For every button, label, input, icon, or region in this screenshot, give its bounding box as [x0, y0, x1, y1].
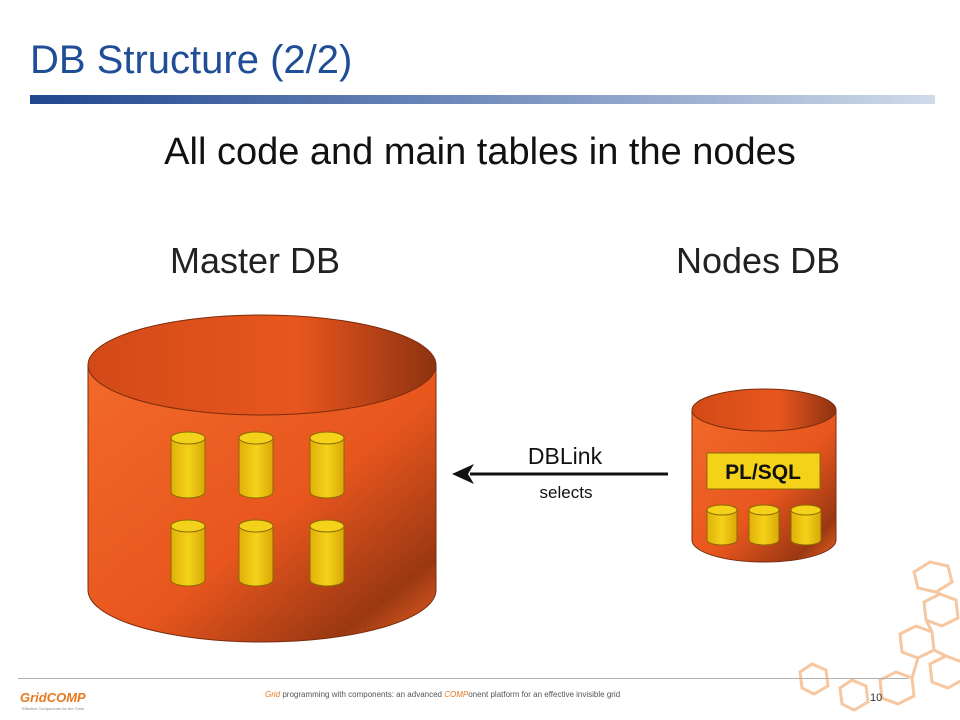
master-table-icon — [309, 431, 345, 499]
slide-title: DB Structure (2/2) — [30, 38, 353, 82]
footer-divider — [18, 678, 908, 679]
dblink-label: DBLink — [528, 443, 603, 469]
selects-label: selects — [540, 483, 593, 502]
master-db-label: Master DB — [170, 240, 341, 281]
logo-tagline: Effective Components for the Grids — [22, 706, 85, 711]
hexagon-decoration — [798, 560, 960, 712]
master-table-icon — [238, 431, 274, 499]
gridcomp-logo: GridCOMP Effective Components for the Gr… — [18, 686, 128, 711]
master-table-icon — [170, 519, 206, 587]
dblink-arrow — [452, 464, 668, 484]
footer-caption: Grid programming with components: an adv… — [265, 690, 620, 699]
page-number: 10 — [870, 692, 883, 704]
nodes-db-label: Nodes DB — [676, 240, 841, 281]
plsql-label: PL/SQL — [725, 461, 801, 484]
logo-wordmark: GridCOMP — [20, 690, 86, 705]
slide-subtitle: All code and main tables in the nodes — [164, 131, 796, 173]
footer-caption-end: onent platform for an effective invisibl… — [468, 690, 621, 699]
footer-caption-middle: programming with components: an advanced — [280, 690, 445, 699]
master-table-icon — [309, 519, 345, 587]
node-table-icon — [748, 504, 780, 546]
plsql-box — [706, 452, 821, 490]
master-table-icon — [170, 431, 206, 499]
node-table-icon — [790, 504, 822, 546]
title-underline-bar — [30, 95, 935, 104]
footer-caption-grid: Grid — [265, 690, 281, 699]
node-table-icon — [706, 504, 738, 546]
footer-caption-comp: COMP — [444, 690, 469, 699]
master-table-icon — [238, 519, 274, 587]
